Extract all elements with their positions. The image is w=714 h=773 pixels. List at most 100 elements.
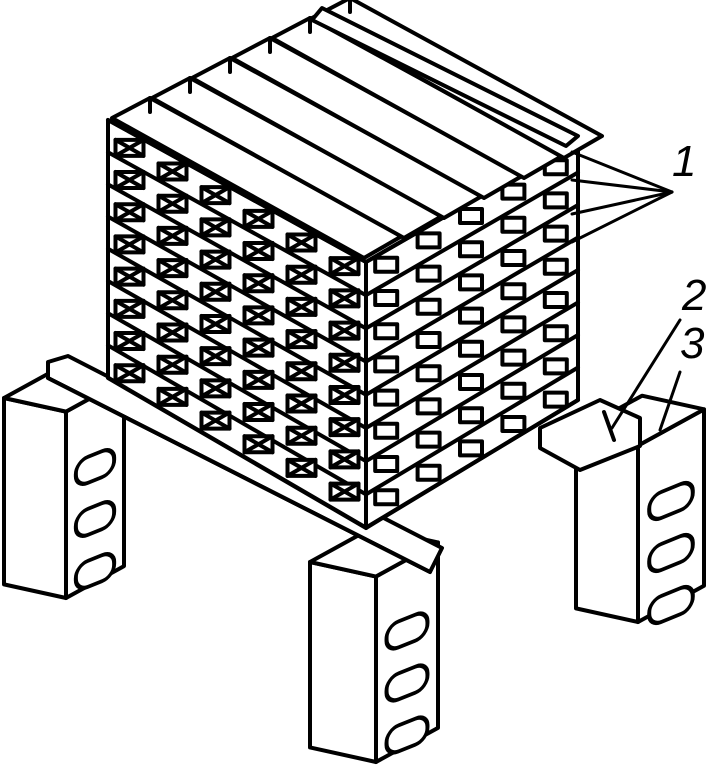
leader-1b — [570, 178, 674, 194]
sticker-gap-right — [542, 357, 569, 376]
layer-edge-left — [106, 343, 368, 497]
sticker-brace — [199, 217, 232, 238]
sticker-gap-right — [458, 373, 484, 391]
support-beam-right-divider — [602, 410, 616, 442]
sticker-cell-left — [113, 298, 146, 319]
layer-edge-left — [106, 182, 368, 331]
sticker-gap-right — [373, 488, 400, 507]
sticker-brace — [199, 185, 232, 206]
top-board-last — [310, 6, 580, 148]
layer-edge-right — [364, 300, 580, 430]
sticker-brace — [156, 161, 189, 182]
sticker-brace — [285, 361, 318, 382]
sticker-cell-left — [113, 363, 146, 384]
sticker-cell-left — [242, 273, 275, 294]
pier-hollow-core — [647, 532, 695, 574]
sticker-brace — [156, 258, 189, 279]
sticker-cell-left — [199, 346, 232, 367]
sticker-cell-left — [242, 434, 275, 455]
sticker-brace — [242, 402, 275, 423]
sticker-gap-right — [542, 191, 569, 210]
concrete-pier-left — [2, 364, 126, 600]
sticker-brace — [242, 434, 275, 455]
sticker-cell-left — [285, 457, 318, 478]
sticker-gap-right — [458, 240, 484, 259]
sticker-cell-left — [242, 305, 275, 326]
sticker-brace — [285, 329, 318, 350]
sticker-brace — [199, 249, 232, 270]
leader-1c — [570, 190, 674, 216]
leader-1d — [570, 190, 674, 244]
sticker-cell-left — [285, 393, 318, 414]
sticker-gap-right — [458, 339, 484, 358]
sticker-brace — [328, 481, 361, 502]
pier-hollow-core — [73, 552, 117, 590]
sticker-cell-left — [113, 331, 146, 352]
sticker-cell-left — [199, 410, 232, 431]
sticker-brace — [156, 386, 189, 407]
layer-edge-right — [364, 398, 580, 530]
pier-hollow-core — [647, 584, 695, 626]
sticker-cell-left — [328, 352, 361, 373]
sticker-cell-left — [156, 225, 189, 246]
sticker-gap-right — [500, 381, 527, 400]
sticker-gap-right — [415, 463, 442, 482]
sticker-cell-left — [113, 266, 146, 287]
layer-edge-left — [106, 246, 368, 397]
sticker-brace — [113, 234, 146, 255]
sticker-brace — [113, 137, 146, 158]
sticker-gap-right — [458, 207, 484, 225]
callout-leaders — [570, 150, 682, 432]
sticker-cell-left — [199, 185, 232, 206]
support-beam-right — [538, 398, 642, 472]
pier-hollow-core — [384, 663, 430, 703]
sticker-gap-right — [373, 388, 400, 407]
sticker-cell-left — [285, 264, 318, 285]
lumber-stack — [106, 0, 604, 530]
sticker-gap-right — [500, 182, 527, 201]
sticker-gap-right — [373, 355, 400, 374]
sticker-brace — [285, 425, 318, 446]
sticker-brace — [156, 290, 189, 311]
sticker-cell-left — [199, 313, 232, 334]
sticker-cell-left — [328, 288, 361, 309]
sticker-brace — [328, 352, 361, 373]
sticker-cell-left — [285, 425, 318, 446]
sticker-gap-right — [373, 322, 400, 341]
sticker-cell-left — [156, 354, 189, 375]
sticker-cell-left — [242, 402, 275, 423]
pier-hollow-core — [384, 715, 430, 755]
sticker-gap-right — [500, 415, 527, 433]
sticker-gap-right — [373, 455, 400, 473]
sticker-cell-left — [328, 384, 361, 405]
layer-edge-right — [364, 268, 580, 397]
sticker-brace — [242, 241, 275, 262]
sticker-gap-right — [542, 390, 569, 409]
sticker-brace — [285, 393, 318, 414]
layer-edge-left — [106, 118, 368, 264]
sticker-brace — [328, 417, 361, 438]
sticker-gap-right — [415, 331, 442, 349]
sticker-cell-left — [285, 329, 318, 350]
sticker-cell-left — [328, 417, 361, 438]
sticker-cell-left — [328, 320, 361, 341]
sticker-cell-left — [199, 281, 232, 302]
sticker-gap-right — [458, 306, 484, 325]
sticker-brace — [199, 410, 232, 431]
sticker-cell-left — [113, 234, 146, 255]
sticker-gap-right — [415, 264, 442, 283]
layer-edge-left — [106, 311, 368, 464]
sticker-brace — [199, 378, 232, 399]
sticker-cell-left — [156, 258, 189, 279]
sticker-gap-right — [458, 406, 484, 425]
sticker-gap-right — [415, 297, 442, 316]
sticker-cell-left — [328, 449, 361, 470]
sticker-gap-right — [542, 291, 569, 309]
sticker-gap-right — [500, 315, 527, 334]
sticker-brace — [113, 266, 146, 287]
sticker-cell-left — [328, 481, 361, 502]
sticker-gap-right — [458, 273, 484, 292]
sticker-cell-left — [285, 296, 318, 317]
